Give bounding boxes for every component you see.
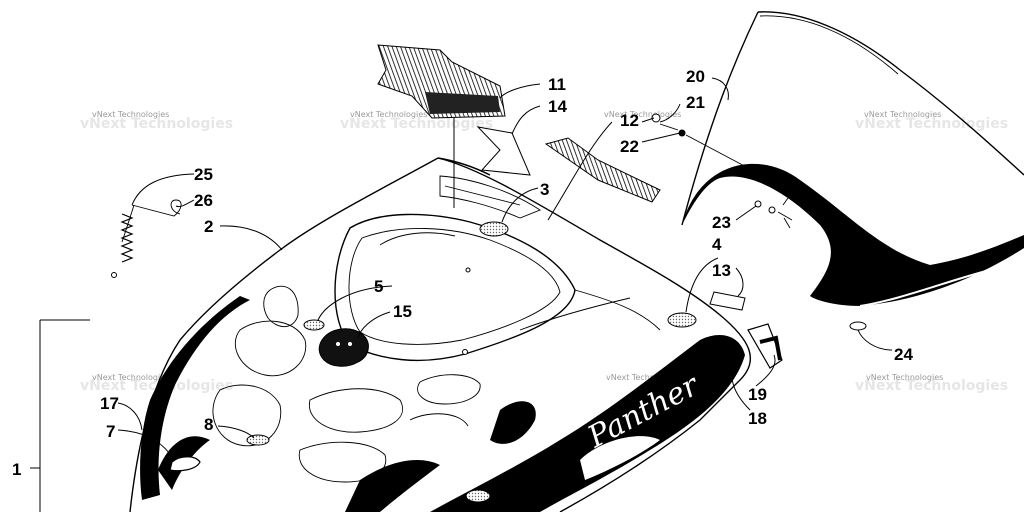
watermark-text: vNext Technologies: [866, 373, 943, 382]
callout-23: 23: [712, 213, 731, 232]
callout-18: 18: [748, 409, 767, 428]
hardware-23: [754, 197, 793, 229]
windshield-decal-strip: [544, 137, 661, 203]
callout-26: 26: [194, 191, 213, 210]
hardware-21-22: [651, 113, 753, 171]
callout-2: 2: [204, 217, 213, 236]
callout-5: 5: [374, 277, 383, 296]
windshield: [681, 11, 1024, 307]
watermark-text: vNext Technologies: [350, 110, 427, 119]
fastener-24: [849, 321, 867, 331]
decal-bottom: [465, 489, 491, 503]
callout-15: 15: [393, 302, 412, 321]
decal-3: [479, 221, 509, 237]
decal-13: [709, 291, 746, 311]
watermark-text: vNext Technologies: [864, 110, 941, 119]
callout-21: 21: [686, 93, 705, 112]
watermark-ghost: vNext Technologies: [340, 116, 493, 132]
decal-8: [246, 434, 270, 446]
decal-4: [667, 312, 697, 328]
callout-20: 20: [686, 67, 705, 86]
callout-1: 1: [12, 460, 21, 479]
decal-7: [169, 456, 201, 472]
callout-14: 14: [548, 97, 567, 116]
callout-8: 8: [204, 415, 213, 434]
watermark-ghost: vNext Technologies: [855, 378, 1008, 394]
callout-22: 22: [620, 137, 639, 156]
callout-19: 19: [748, 385, 767, 404]
decal-14: [476, 126, 531, 176]
callout-13: 13: [712, 261, 731, 280]
callout-labels: 1 2 3 4 5 7 8 11 12 13 14 15 17 18 19 20…: [12, 67, 913, 479]
watermark-text: vNext Technologies: [92, 373, 169, 382]
callout-3: 3: [540, 180, 549, 199]
hood-decal-top: [377, 44, 506, 119]
callout-12: 12: [620, 111, 639, 130]
callout-4: 4: [712, 235, 722, 254]
callout-25: 25: [194, 165, 213, 184]
hood-body: [129, 157, 751, 512]
watermark-text: vNext Technologies: [606, 373, 683, 382]
watermark-ghost: vNext Technologies: [855, 116, 1008, 132]
callout-17: 17: [100, 394, 119, 413]
decal-5: [303, 319, 325, 331]
decal-15-panther-head: [318, 328, 369, 367]
watermark-text: vNext Technologies: [604, 110, 681, 119]
callout-24: 24: [894, 345, 913, 364]
watermark-text: vNext Technologies: [92, 110, 169, 119]
callout-7: 7: [106, 422, 115, 441]
decal-19: [747, 323, 783, 369]
tether-cord: [111, 199, 182, 278]
callout-11: 11: [548, 75, 566, 94]
leader-lines: [30, 77, 893, 512]
watermark-ghost: vNext Technologies: [80, 116, 233, 132]
